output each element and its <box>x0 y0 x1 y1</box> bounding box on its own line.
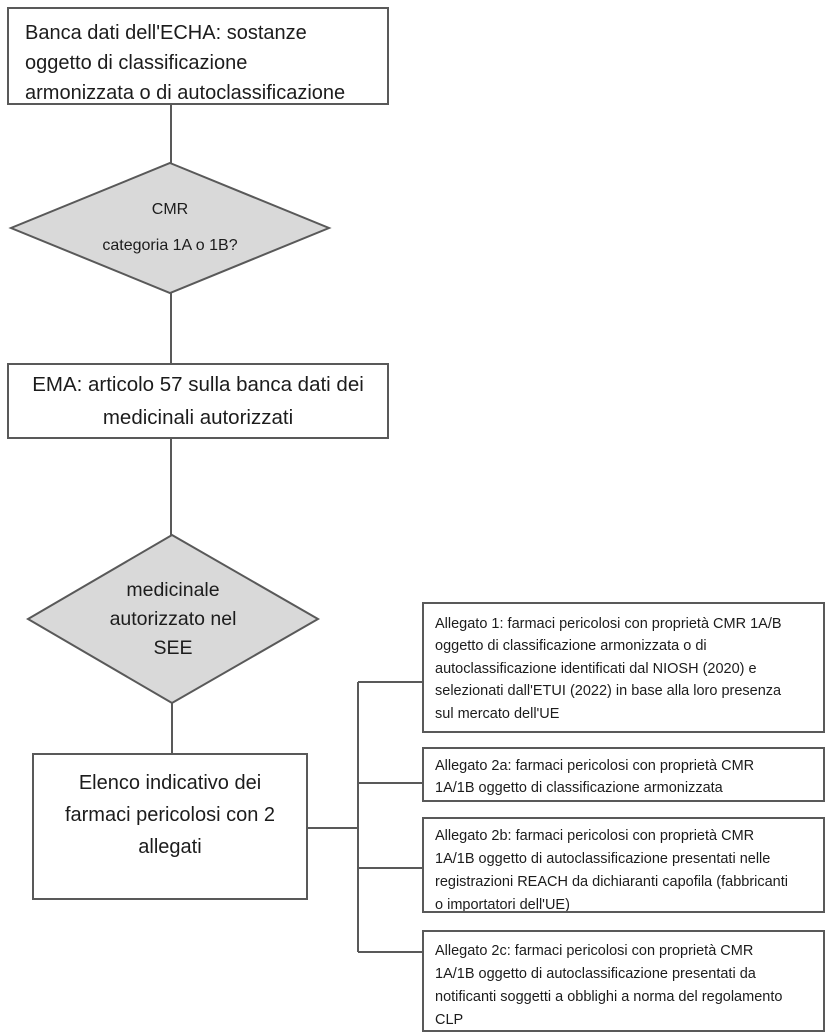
node-indicative-list: Elenco indicativo dei farmaci pericolosi… <box>32 753 308 900</box>
decision-medicinal-authorised-see-label: medicinale autorizzato nel SEE <box>109 578 237 659</box>
node-allegato-2c: Allegato 2c: farmaci pericolosi con prop… <box>422 930 825 1032</box>
decision-diamond-cmr <box>8 161 332 295</box>
node-allegato-2b: Allegato 2b: farmaci pericolosi con prop… <box>422 817 825 913</box>
node-ema-article57: EMA: articolo 57 sulla banca dati dei me… <box>7 363 389 439</box>
decision-diamond-see <box>26 533 321 705</box>
decision-cmr-category-label: CMR categoria 1A o 1B? <box>102 201 238 254</box>
node-echa-database: Banca dati dell'ECHA: sostanze oggetto d… <box>7 7 389 105</box>
node-allegato-2a: Allegato 2a: farmaci pericolosi con prop… <box>422 747 825 802</box>
node-allegato-1: Allegato 1: farmaci pericolosi con propr… <box>422 602 825 733</box>
